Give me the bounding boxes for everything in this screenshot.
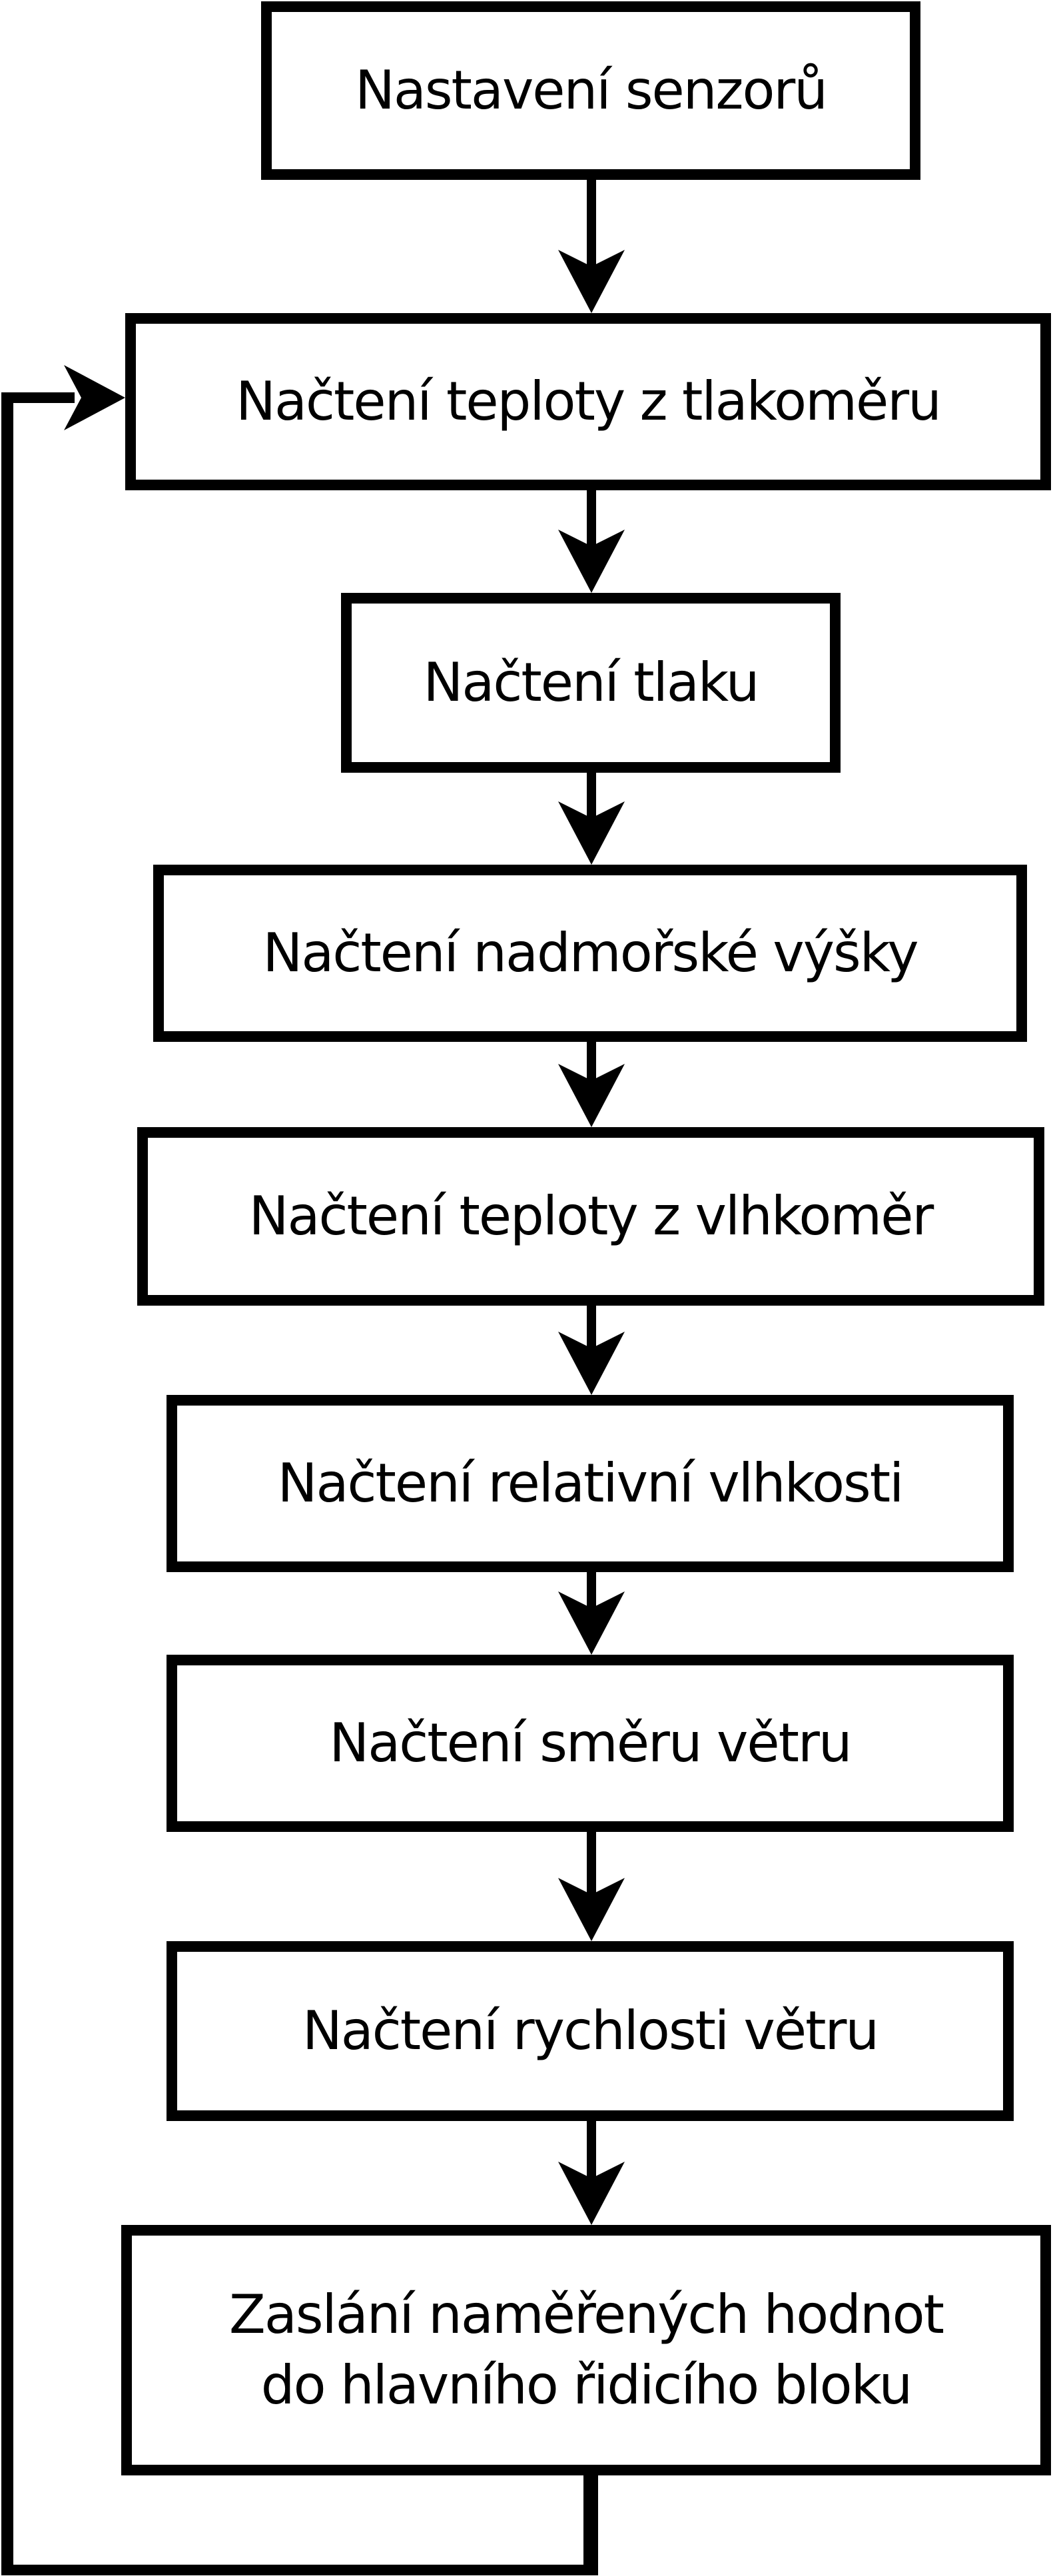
loop-line-left: [1, 392, 13, 2575]
flow-box-read-temp-barometer: Načtení teploty z tlakoměru: [125, 313, 1051, 490]
flow-box-read-temp-hygrometer: Načtení teploty z vlhkoměr: [137, 1127, 1044, 1306]
flow-box-read-pressure: Načtení tlaku: [341, 593, 841, 773]
connector-line: [587, 1832, 596, 1900]
flow-box-label: Nastavení senzorů: [355, 59, 828, 122]
flow-box-read-altitude: Načtení nadmořské výšky: [153, 865, 1027, 1042]
flow-box-read-relative-humidity: Načtení relativní vlhkosti: [167, 1395, 1014, 1572]
arrow-down-icon: [558, 530, 625, 593]
arrow-down-icon: [558, 1591, 625, 1655]
flow-box-label: Zaslání naměřených hodnot do hlavního ři…: [229, 2284, 944, 2416]
flow-box-label: Načtení nadmořské výšky: [262, 922, 918, 985]
connector-line: [587, 2121, 596, 2184]
arrow-down-icon: [558, 2162, 625, 2225]
arrow-down-icon: [558, 1878, 625, 1941]
connector-line: [587, 490, 596, 552]
flow-box-label: Načtení rychlosti větru: [302, 2000, 879, 2062]
flow-box-send-values: Zaslání naměřených hodnot do hlavního ři…: [121, 2225, 1051, 2475]
loop-line-bottom: [1, 2565, 598, 2575]
flow-box-label: Načtení teploty z vlhkoměr: [248, 1185, 934, 1248]
loop-line-stub: [1, 392, 75, 403]
connector-line: [587, 1572, 596, 1613]
flow-box-read-wind-direction: Načtení směru větru: [167, 1655, 1014, 1832]
loop-line-drop: [583, 2475, 598, 2575]
connector-line: [587, 1306, 596, 1354]
arrow-down-icon: [558, 1064, 625, 1127]
arrow-down-icon: [558, 801, 625, 865]
flow-box-read-wind-speed: Načtení rychlosti větru: [167, 1941, 1014, 2121]
connector-line: [587, 773, 596, 823]
flow-box-label: Načtení relativní vlhkosti: [277, 1452, 904, 1515]
arrow-down-icon: [558, 250, 625, 313]
flow-box-label: Načtení směru větru: [329, 1712, 852, 1775]
connector-line: [587, 179, 596, 272]
connector-line: [587, 1042, 596, 1086]
arrow-down-icon: [558, 1332, 625, 1395]
flow-box-sensor-setup: Nastavení senzorů: [261, 1, 920, 180]
arrow-right-icon: [64, 365, 125, 430]
flow-box-label: Načtení tlaku: [423, 651, 760, 714]
flow-box-label: Načtení teploty z tlakoměru: [236, 370, 942, 433]
